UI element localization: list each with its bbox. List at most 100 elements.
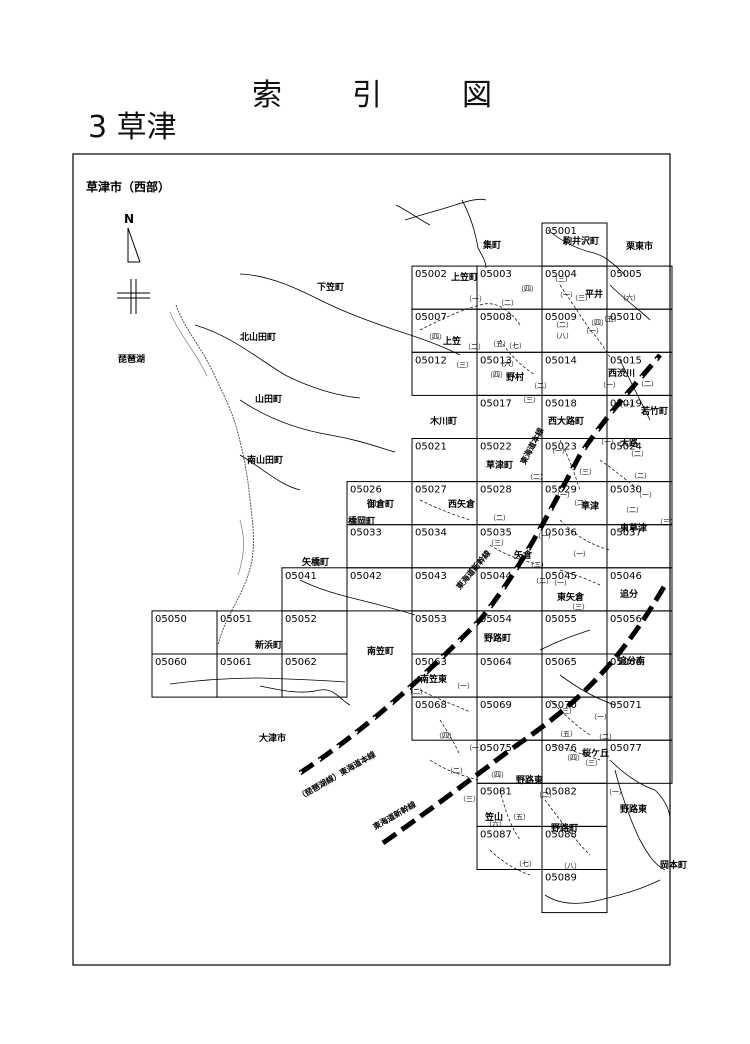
place-label: 野村 [506,371,524,383]
title-char-1: 索 [252,78,282,113]
title-char-2: 引 [352,78,382,113]
place-label: 上笠町 [451,271,478,283]
grid-cell-label: 05061 [220,657,252,668]
grid-cell-label: 05033 [350,528,382,539]
grid-cell-label: 05044 [480,571,512,582]
subarea-label: （三） [571,294,592,302]
subarea-label: （二） [526,473,547,481]
place-label: 野路東 [516,774,543,786]
title-char-3: 図 [462,78,492,113]
grid-cell-label: 05005 [610,269,642,280]
place-label: 東矢倉 [557,591,585,603]
grid-cell-05061[interactable]: 05061 [216,653,283,698]
subarea-label: （三） [519,396,540,404]
grid-cell-label: 05041 [285,571,317,582]
grid-cell-label: 05029 [545,485,577,496]
page-title: 索引図 [252,70,522,114]
grid-cell-label: 05051 [220,614,252,625]
subarea-label: （三） [581,759,602,767]
map-frame [72,153,671,966]
place-label: 木川町 [429,415,457,427]
district-boundaries [419,284,641,876]
subarea-label: （五） [600,315,621,323]
grid-cell-label: 05042 [350,571,382,582]
place-label: 南笠東 [420,673,447,685]
subarea-label: （二） [552,321,573,329]
grid-cell-05062[interactable]: 05062 [281,653,348,698]
grid-cell-05021[interactable]: 05021 [411,438,478,483]
grid-cell-05041[interactable]: 05041 [281,567,348,612]
grid-cell-label: 05082 [545,786,577,797]
subarea-label: （二） [497,299,518,307]
place-label: 御倉町 [366,498,394,510]
subarea-label: （二） [627,450,648,458]
subarea-label: （一） [553,491,574,499]
place-label: 南山田町 [247,454,283,466]
grid-cell-05033[interactable]: 05033 [346,524,413,569]
place-label: 草津 [581,500,599,512]
grid-cell-05052[interactable]: 05052 [281,610,348,655]
subarea-label: （七） [515,859,536,868]
subarea-label: （八） [560,862,581,870]
place-label: 西大路町 [548,415,584,427]
subarea-label: （二） [532,577,553,585]
area-label: 草津市（西部） [86,179,170,194]
grid-cell-label: 05052 [285,614,317,625]
grid-cell-05055[interactable]: 05055 [541,610,608,655]
grid-cell-label: 05015 [610,355,642,366]
grid-cell-label: 05087 [480,829,512,840]
subarea-label: （三） [487,539,508,547]
place-label: 西渋川 [608,367,635,379]
subarea-labels: （一）（四）（二）（三）（一）（三）（六）（二）（八）（四）（五）（一）（四）（… [406,275,677,870]
grid-cell-label: 05021 [415,442,447,453]
grid-cell-05014[interactable]: 05014 [541,351,608,396]
grid-cell-05004[interactable]: 05004 [541,265,608,310]
place-label: 下笠町 [317,281,344,293]
subarea-label: （一） [453,682,474,690]
grid-cell-05089[interactable]: 05089 [541,869,608,914]
subarea-label: （一） [534,532,555,540]
grid-cell-label: 05019 [610,398,642,409]
grid-cell-label: 05034 [415,528,447,539]
grid-cell-label: 05027 [415,485,447,496]
grid-cell-label: 05018 [545,398,577,409]
place-label: 笠山 [484,811,503,823]
place-label: 草津町 [486,459,513,471]
subarea-label: （二） [489,514,510,522]
grid-cell-05071[interactable]: 05071 [606,696,673,741]
place-label: 上笠 [443,335,461,347]
grid-cell-box [606,739,673,784]
grid-cell-label: 05071 [610,700,642,711]
grid-cell-label: 05054 [480,614,512,625]
road-junction-symbol [117,279,150,314]
grid-cell-05050[interactable]: 05050 [151,610,218,655]
subarea-label: （一） [616,401,637,409]
railway-label: 東海道本線 [518,426,546,466]
grid-cell-05056[interactable]: 05056 [606,610,673,655]
grid-cell-05077[interactable]: 05077 [606,739,673,784]
subarea-label: （七） [505,341,526,350]
subarea-label: （三） [459,795,480,803]
railway-lines [298,353,668,846]
grid-cell-05044[interactable]: 05044 [476,567,543,612]
grid-cell-05054[interactable]: 05054 [476,610,543,655]
subarea-label: （四） [563,754,584,762]
grid-cell-05042[interactable]: 05042 [346,567,413,612]
grid-cell-05082[interactable]: 05082 [541,782,608,827]
grid-cell-label: 05001 [545,226,577,237]
grid-cell-label: 05089 [545,873,577,884]
grid-cell-box [281,653,348,698]
grid-cell-05065[interactable]: 05065 [541,653,608,698]
grid-cell-05012[interactable]: 05012 [411,351,478,396]
grid-cell-05034[interactable]: 05034 [411,524,478,569]
subarea-label: （三） [656,518,677,526]
grid-cell-05060[interactable]: 05060 [151,653,218,698]
grid-cell-05064[interactable]: 05064 [476,653,543,698]
grid-cell-05005[interactable]: 05005 [606,265,673,310]
subarea-label: （二） [464,343,485,351]
place-label: 山田町 [255,393,282,405]
grid-cell-label: 05063 [415,657,447,668]
subarea-label: （五） [489,340,510,348]
grid-cell-label: 05075 [480,743,512,754]
